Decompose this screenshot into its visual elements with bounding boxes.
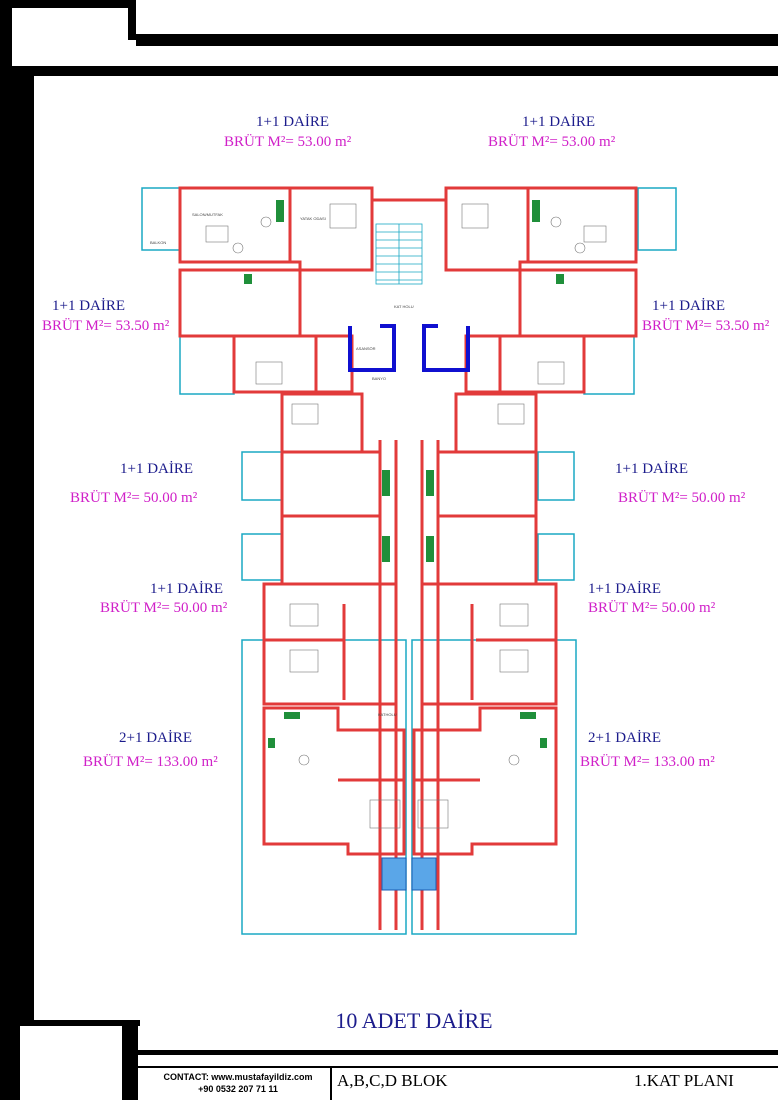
walls xyxy=(178,186,638,930)
title-block-contact: CONTACT: www.mustafayildiz.com +90 0532 … xyxy=(143,1071,333,1095)
room-label-yatak: YATAK ODASI xyxy=(300,216,326,221)
unit-area-3: BRÜT M²= 53.50 m² xyxy=(42,318,170,334)
unit-title-1: 1+1 DAİRE xyxy=(256,114,330,130)
elevators xyxy=(348,324,470,372)
title-block-block: A,B,C,D BLOK xyxy=(337,1071,448,1090)
title-block-floor-plan: 1.KAT PLANI xyxy=(634,1071,734,1090)
unit-title-6: 1+1 DAİRE xyxy=(615,461,689,477)
unit-area-7: BRÜT M²= 50.00 m² xyxy=(100,600,228,616)
stair xyxy=(375,223,423,285)
room-label-kat-holu-2: KATHOLU xyxy=(378,712,397,717)
unit-title-4: 1+1 DAİRE xyxy=(652,298,726,314)
plan-title: 10 ADET DAİRE xyxy=(335,1008,493,1033)
unit-area-6: BRÜT M²= 50.00 m² xyxy=(618,490,746,506)
room-label-banyo: BANYO xyxy=(372,376,387,381)
pools xyxy=(381,857,437,891)
unit-title-3: 1+1 DAİRE xyxy=(52,298,126,314)
unit-title-5: 1+1 DAİRE xyxy=(120,461,194,477)
balconies xyxy=(141,187,677,935)
unit-title-10: 2+1 DAİRE xyxy=(588,730,662,746)
unit-area-2: BRÜT M²= 53.00 m² xyxy=(488,134,616,150)
unit-title-7: 1+1 DAİRE xyxy=(150,581,224,597)
unit-title-9: 2+1 DAİRE xyxy=(119,730,193,746)
room-label-balkon: BALKON xyxy=(150,240,167,245)
room-label-salon: SALON/MUTFAK xyxy=(192,212,223,217)
unit-title-2: 1+1 DAİRE xyxy=(522,114,596,130)
kitchen-counters xyxy=(244,200,564,748)
room-label-asansor: ASANSÖR xyxy=(356,346,376,351)
unit-area-8: BRÜT M²= 50.00 m² xyxy=(588,600,716,616)
unit-title-8: 1+1 DAİRE xyxy=(588,581,662,597)
contact-line-2: +90 0532 207 71 11 xyxy=(198,1084,278,1094)
unit-area-5: BRÜT M²= 50.00 m² xyxy=(70,490,198,506)
furniture xyxy=(205,203,607,829)
unit-area-4: BRÜT M²= 53.50 m² xyxy=(642,318,770,334)
unit-area-1: BRÜT M²= 53.00 m² xyxy=(224,134,352,150)
unit-area-10: BRÜT M²= 133.00 m² xyxy=(580,754,715,770)
unit-area-9: BRÜT M²= 133.00 m² xyxy=(83,754,218,770)
room-label-kat-holu: KAT HOLU xyxy=(394,304,414,309)
contact-line-1: CONTACT: www.mustafayildiz.com xyxy=(163,1072,313,1082)
